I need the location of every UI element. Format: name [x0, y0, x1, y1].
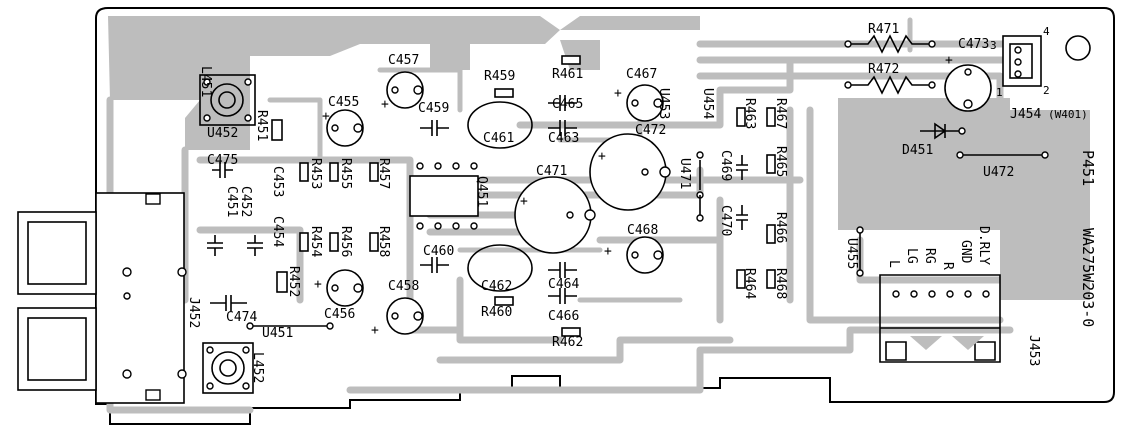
label-r463: R463 — [742, 98, 757, 129]
label-r456: R456 — [338, 226, 353, 257]
label-r467: R467 — [773, 98, 788, 129]
label-c460: C460 — [423, 244, 454, 259]
label-d451: D451 — [902, 143, 933, 158]
label-c454: C454 — [270, 216, 285, 247]
label-c462: C462 — [481, 279, 512, 294]
label-l451: L451 — [198, 66, 213, 97]
plus-c468: + — [604, 244, 612, 259]
j452-rca-jacks — [17, 192, 187, 404]
horizontal-labels: C457 C455 C459 R459 R461 C465 C463 C461 … — [207, 22, 1088, 350]
jumper-wires — [246, 151, 1049, 330]
d451-diode — [920, 122, 966, 140]
label-r465: R465 — [773, 146, 788, 177]
j454-connector — [1002, 35, 1091, 87]
label-c458: C458 — [388, 279, 419, 294]
copper-pours — [108, 16, 1090, 300]
ceramic-cap-ovals — [467, 101, 533, 292]
label-j453-pin-lg: LG — [904, 248, 919, 264]
label-r458: R458 — [376, 226, 391, 257]
label-l452: L452 — [250, 352, 265, 383]
plus-c457: + — [381, 97, 389, 112]
label-r471: R471 — [868, 22, 899, 37]
label-j453-pin-gnd: GND — [958, 240, 973, 264]
label-r453: R453 — [308, 158, 323, 189]
label-c475: C475 — [207, 153, 238, 168]
label-c471: C471 — [536, 164, 567, 179]
label-u455: U455 — [844, 238, 859, 269]
label-r459: R459 — [484, 69, 515, 84]
label-j453-pin-drly: D.RLY — [976, 226, 991, 265]
label-u471: U471 — [677, 158, 692, 189]
label-j454-note: (W401) — [1048, 108, 1088, 121]
small-capacitors — [207, 95, 748, 311]
label-c451: C451 — [224, 186, 239, 217]
label-c473: C473 — [958, 37, 989, 52]
copper-traces — [106, 17, 1043, 414]
label-j453-pin-l: L — [886, 260, 901, 268]
plus-c472: + — [598, 149, 606, 164]
label-j453: J453 — [1026, 335, 1041, 366]
label-r461: R461 — [552, 67, 583, 82]
label-c463: C463 — [548, 131, 579, 146]
label-c457: C457 — [388, 53, 419, 68]
label-c474: C474 — [226, 310, 257, 325]
vertical-labels: L451 R451 C451 C452 C453 C454 R453 R455 … — [186, 66, 1097, 383]
label-r462: R462 — [552, 335, 583, 350]
label-c453: C453 — [270, 166, 285, 197]
plus-c471: + — [520, 194, 528, 209]
label-c461: C461 — [483, 131, 514, 146]
label-u453: U453 — [656, 88, 671, 119]
label-u454: U454 — [700, 88, 715, 119]
label-j454-pin4: 4 — [1043, 25, 1050, 38]
label-c469: C469 — [718, 150, 733, 181]
label-r452: R452 — [286, 266, 301, 297]
board-part-number: WA275W203-0 — [1079, 228, 1097, 327]
label-r457: R457 — [376, 158, 391, 189]
l451-coil — [199, 74, 256, 126]
label-c456: C456 — [324, 307, 355, 322]
label-r451: R451 — [254, 110, 269, 141]
label-u472: U472 — [983, 165, 1014, 180]
j453-connector — [879, 274, 1001, 363]
label-r466: R466 — [773, 212, 788, 243]
label-c455: C455 — [328, 95, 359, 110]
label-c470: C470 — [718, 205, 733, 236]
label-c465: C465 — [552, 97, 583, 112]
plus-c467: + — [614, 86, 622, 101]
label-c466: C466 — [548, 309, 579, 324]
label-r468: R468 — [773, 268, 788, 299]
label-r455: R455 — [338, 158, 353, 189]
label-j453-pin-rg: RG — [922, 248, 937, 264]
label-r460: R460 — [481, 305, 512, 320]
label-u452: U452 — [207, 126, 238, 141]
label-c464: C464 — [548, 277, 579, 292]
label-j454-pin1: 1 — [996, 86, 1003, 99]
label-c467: C467 — [626, 67, 657, 82]
electrolytic-capacitors — [326, 64, 992, 335]
resistors — [271, 34, 936, 337]
label-c452: C452 — [238, 186, 253, 217]
plus-c473: + — [945, 53, 953, 68]
label-j454-pin3: 3 — [990, 39, 997, 52]
label-j454-pin2: 2 — [1043, 84, 1050, 97]
plus-c456: + — [314, 277, 322, 292]
plus-c458: + — [371, 323, 379, 338]
label-j454: J454 — [1010, 107, 1041, 122]
q451-ic — [409, 162, 479, 230]
label-r472: R472 — [868, 62, 899, 77]
polarity-markers: + + + + + + + + + — [314, 53, 953, 338]
label-j452: J452 — [186, 297, 201, 328]
plus-c455: + — [322, 109, 330, 124]
label-c472: C472 — [635, 123, 666, 138]
label-j453-pin-r: R — [940, 262, 955, 270]
board-ref-label: P451 — [1079, 150, 1097, 186]
label-c459: C459 — [418, 101, 449, 116]
label-r454: R454 — [308, 226, 323, 257]
label-u451: U451 — [262, 326, 293, 341]
l452-coil — [202, 342, 254, 394]
label-q451: Q451 — [474, 176, 489, 207]
label-c468: C468 — [627, 223, 658, 238]
label-r464: R464 — [742, 268, 757, 299]
